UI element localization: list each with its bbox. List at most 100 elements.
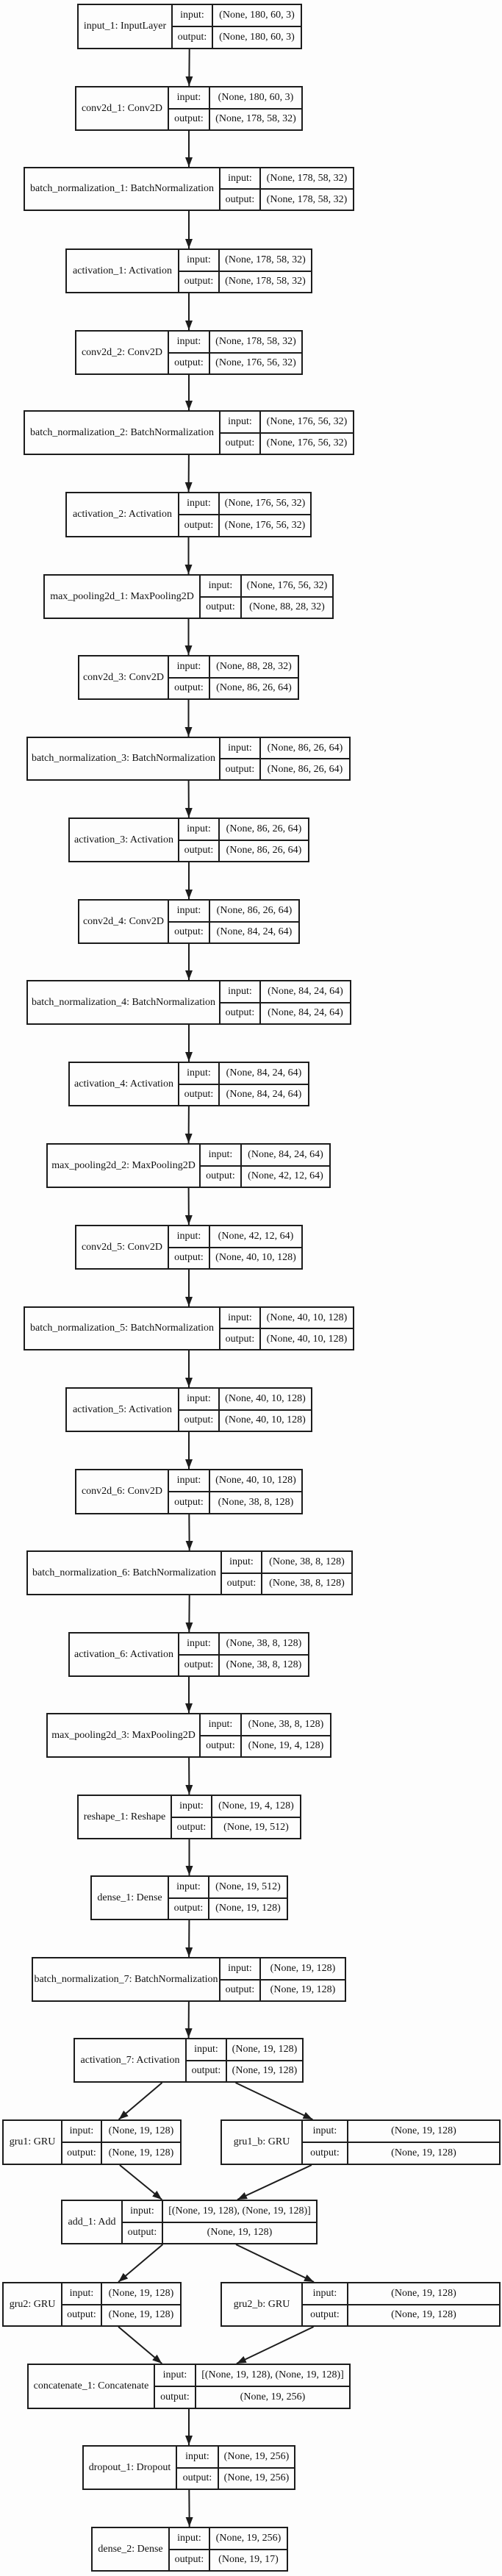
input-row: input:(None, 19, 256)	[170, 2528, 287, 2550]
output-shape: (None, 38, 8, 128)	[218, 1497, 294, 1508]
layer-name: conv2d_4: Conv2D	[79, 901, 169, 942]
layer-name: gru2_b: GRU	[222, 2283, 303, 2325]
output-shape: (None, 19, 128)	[270, 1984, 336, 1996]
output-row: output:(None, 38, 8, 128)	[179, 1655, 308, 1675]
output-row: output: (None, 19, 128)	[303, 2143, 499, 2164]
input-shape: (None, 19, 128)	[232, 2043, 298, 2055]
output-shape: (None, 178, 58, 32)	[215, 113, 296, 125]
input-shape: (None, 84, 24, 64)	[248, 1148, 323, 1160]
input-row: input:(None, 19, 128)	[187, 2039, 302, 2061]
input-shape: (None, 19, 512)	[215, 1881, 281, 1892]
output-label: output:	[179, 1655, 220, 1675]
output-shape: (None, 19, 128)	[391, 2147, 456, 2158]
input-shape: (None, 84, 24, 64)	[226, 1067, 302, 1078]
output-label: output:	[220, 759, 261, 779]
output-row: output:(None, 88, 28, 32)	[201, 597, 332, 618]
output-row: output:(None, 178, 58, 32)	[220, 190, 353, 210]
input-shape: (None, 88, 28, 32)	[216, 660, 292, 672]
output-row: output:(None, 40, 10, 128)	[220, 1329, 353, 1349]
input-shape: (None, 40, 10, 128)	[215, 1475, 296, 1486]
output-row: output:(None, 19, 256)	[155, 2387, 349, 2408]
input-row: input:(None, 19, 256)	[177, 2447, 294, 2469]
input-row: input:[(None, 19, 128), (None, 19, 128)]	[123, 2201, 316, 2223]
io-table: input:(None, 178, 58, 32)output:(None, 1…	[179, 250, 311, 292]
layer-node-batch_normalization_5: batch_normalization_5: BatchNormalizatio…	[24, 1306, 354, 1350]
layer-name: batch_normalization_7: BatchNormalizatio…	[33, 1958, 220, 2000]
layer-name: max_pooling2d_3: MaxPooling2D	[48, 1714, 201, 1756]
layer-name: gru1_b: GRU	[222, 2121, 303, 2164]
input-row: input:(None, 38, 8, 128)	[222, 1552, 351, 1574]
output-row: output:(None, 42, 12, 64)	[201, 1166, 329, 1187]
io-table: input:(None, 40, 10, 128)output:(None, 4…	[179, 1389, 311, 1431]
layer-name: add_1: Add	[62, 2201, 123, 2243]
io-table: input:(None, 84, 24, 64)output:(None, 42…	[201, 1145, 329, 1187]
input-label: input:	[201, 1714, 242, 1735]
input-shape: (None, 176, 56, 32)	[246, 579, 328, 591]
layer-name: conv2d_3: Conv2D	[79, 656, 169, 698]
layer-name: activation_7: Activation	[75, 2039, 187, 2081]
input-label: input:	[179, 1634, 220, 1654]
output-label: output:	[187, 2061, 227, 2081]
layer-name: conv2d_2: Conv2D	[76, 332, 169, 373]
input-label: input:	[169, 87, 210, 108]
output-shape: (None, 84, 24, 64)	[216, 926, 293, 938]
input-label: input:	[179, 1063, 220, 1084]
layer-node-batch_normalization_4: batch_normalization_4: BatchNormalizatio…	[26, 980, 351, 1025]
output-shape: (None, 86, 26, 64)	[216, 682, 292, 694]
output-label: output:	[220, 433, 261, 454]
layer-name: batch_normalization_5: BatchNormalizatio…	[25, 1308, 220, 1349]
io-table: input:(None, 86, 26, 64)output:(None, 84…	[169, 901, 298, 942]
output-row: output:(None, 40, 10, 128)	[179, 1410, 311, 1431]
io-table: input:(None, 19, 256)output:(None, 19, 1…	[170, 2528, 287, 2570]
input-shape: (None, 180, 60, 3)	[218, 91, 294, 103]
output-row: output:(None, 38, 8, 128)	[222, 1573, 351, 1594]
output-label: output:	[201, 1166, 242, 1187]
input-shape: [(None, 19, 128), (None, 19, 128)]	[201, 2369, 344, 2380]
input-row: input:(None, 40, 10, 128)	[179, 1389, 311, 1411]
output-shape: (None, 40, 10, 128)	[225, 1414, 306, 1426]
output-label: output:	[173, 27, 213, 48]
input-row: input:(None, 176, 56, 32)	[179, 493, 310, 515]
layer-node-batch_normalization_1: batch_normalization_1: BatchNormalizatio…	[24, 167, 354, 211]
io-table: input:(None, 38, 8, 128)output:(None, 19…	[201, 1714, 330, 1756]
output-shape: (None, 19, 128)	[108, 2309, 174, 2321]
input-shape: (None, 38, 8, 128)	[226, 1637, 302, 1649]
input-row: input:(None, 40, 10, 128)	[169, 1470, 301, 1492]
edge-gru2-to-concatenate_1	[118, 2326, 162, 2364]
layer-name: conv2d_1: Conv2D	[76, 87, 169, 129]
io-table: input: (None, 180, 60, 3) output:(None, 17…	[169, 87, 301, 129]
io-table: input:[(None, 19, 128), (None, 19, 128)]…	[123, 2201, 316, 2243]
input-label: input:	[220, 168, 261, 188]
input-shape: (None, 40, 10, 128)	[266, 1312, 348, 1323]
output-shape: (None, 180, 60, 3)	[219, 32, 295, 43]
input-shape: [(None, 19, 128), (None, 19, 128)]	[168, 2205, 311, 2217]
output-shape: (None, 38, 8, 128)	[269, 1578, 345, 1589]
input-label: input:	[179, 493, 220, 514]
output-label: output:	[169, 678, 210, 698]
input-shape: (None, 19, 128)	[391, 2125, 456, 2136]
output-label: output:	[220, 1329, 261, 1349]
io-table: input:(None, 84, 24, 64)output:(None, 84…	[179, 1063, 308, 1105]
input-row: input:(None, 178, 58, 32)	[179, 250, 311, 272]
output-shape: (None, 178, 58, 32)	[225, 276, 306, 287]
output-row: output:(None, 19, 128)	[220, 1980, 345, 2000]
output-label: output:	[169, 1492, 210, 1513]
layer-node-batch_normalization_6: batch_normalization_6: BatchNormalizatio…	[26, 1550, 353, 1595]
output-row: output:(None, 178, 58, 32)	[169, 109, 301, 129]
output-label: output:	[303, 2143, 348, 2164]
output-row: output:(None, 19, 512)	[172, 1817, 300, 1838]
io-table: input:(None, 178, 58, 32)output:(None, 1…	[169, 332, 301, 373]
